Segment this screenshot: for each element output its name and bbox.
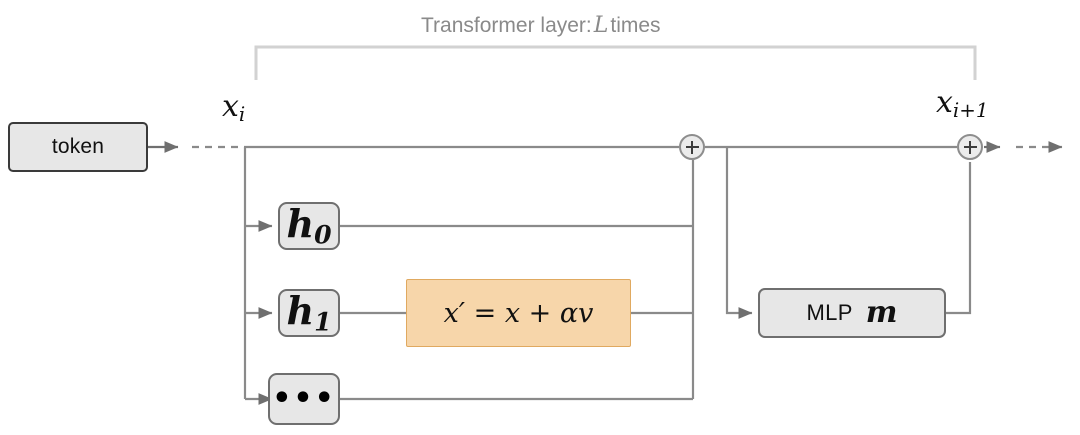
transformer-layer-caption: Transformer layer:Ltimes [421,15,661,37]
mlp-box[interactable]: MLP m [758,288,946,338]
ellipsis-label: ••• [272,381,336,416]
token-box[interactable]: token [8,122,148,172]
token-label: token [51,135,105,158]
steering-formula-box[interactable]: x′ = x + αv [406,279,631,347]
x-input-subscript: i [238,103,246,127]
caption-prefix: Transformer layer: [421,14,592,37]
h1-subscript: 1 [314,306,332,337]
mlp-symbol-m: m [865,295,898,330]
caption-symbol-L: L [593,13,609,38]
sum-circle-mlp[interactable] [957,134,983,160]
h0-subscript: 0 [314,219,332,250]
x-output-base: x [936,85,953,120]
head-box-h1[interactable]: h1 [278,289,340,337]
x-input-label: xi [222,92,245,125]
caption-suffix: times [610,14,661,37]
mlp-label: MLP [806,300,853,325]
transformer-layer-bracket [254,45,977,80]
head-box-ellipsis[interactable]: ••• [268,373,340,425]
mlp-output-branch [946,162,972,315]
h0-label: h0 [286,204,332,250]
sum-circle-attention[interactable] [679,134,705,160]
x-output-subscript: i+1 [952,99,989,123]
h0-base: h [286,200,315,246]
steering-formula-text: x′ = x + αv [443,297,594,329]
x-output-label: xi+1 [936,88,988,121]
mlp-input-branch [725,147,753,319]
h1-label: h1 [286,291,332,337]
x-input-base: x [222,89,239,124]
h1-base: h [286,287,315,333]
head-branch-arrows [245,220,273,405]
head-box-h0[interactable]: h0 [278,202,340,250]
